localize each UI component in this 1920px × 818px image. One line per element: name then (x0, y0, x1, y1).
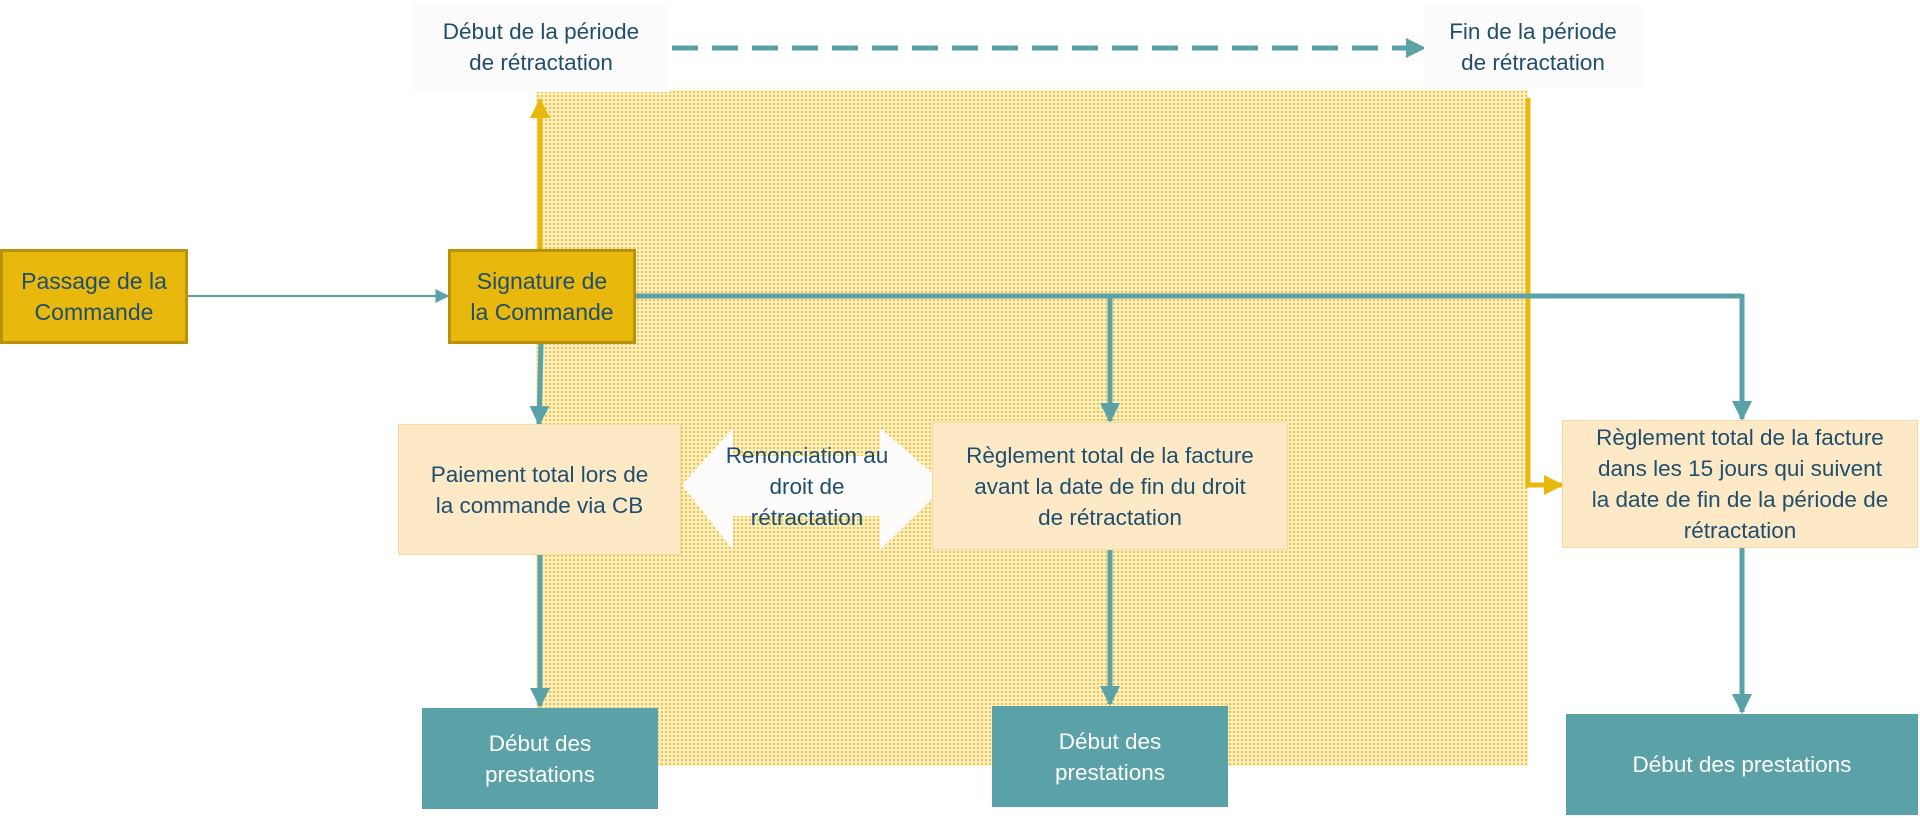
debut-prestations-box-2: Début des prestations (992, 706, 1228, 807)
period-start-label: Début de la période de rétractation (412, 2, 670, 92)
debut-prestations-box-1: Début des prestations (422, 708, 658, 809)
renonciation-double-arrow (682, 428, 946, 550)
renonciation-label: Renonciation au droit de rétractation (725, 442, 889, 530)
period-end-label: Fin de la période de rétractation (1424, 6, 1642, 88)
arrow-period-end-to-reglement-15j (1525, 98, 1564, 495)
debut-prestations-box-3: Début des prestations (1566, 714, 1918, 815)
signature-commande-box: Signature de la Commande (448, 249, 636, 344)
reglement-15j-box: Règlement total de la facture dans les 1… (1562, 420, 1918, 548)
arrow-signature-to-paiement (529, 343, 550, 426)
passage-commande-box: Passage de la Commande (0, 249, 188, 344)
reglement-avant-box: Règlement total de la facture avant la d… (932, 422, 1288, 550)
paiement-cb-box: Paiement total lors de la commande via C… (398, 424, 681, 555)
